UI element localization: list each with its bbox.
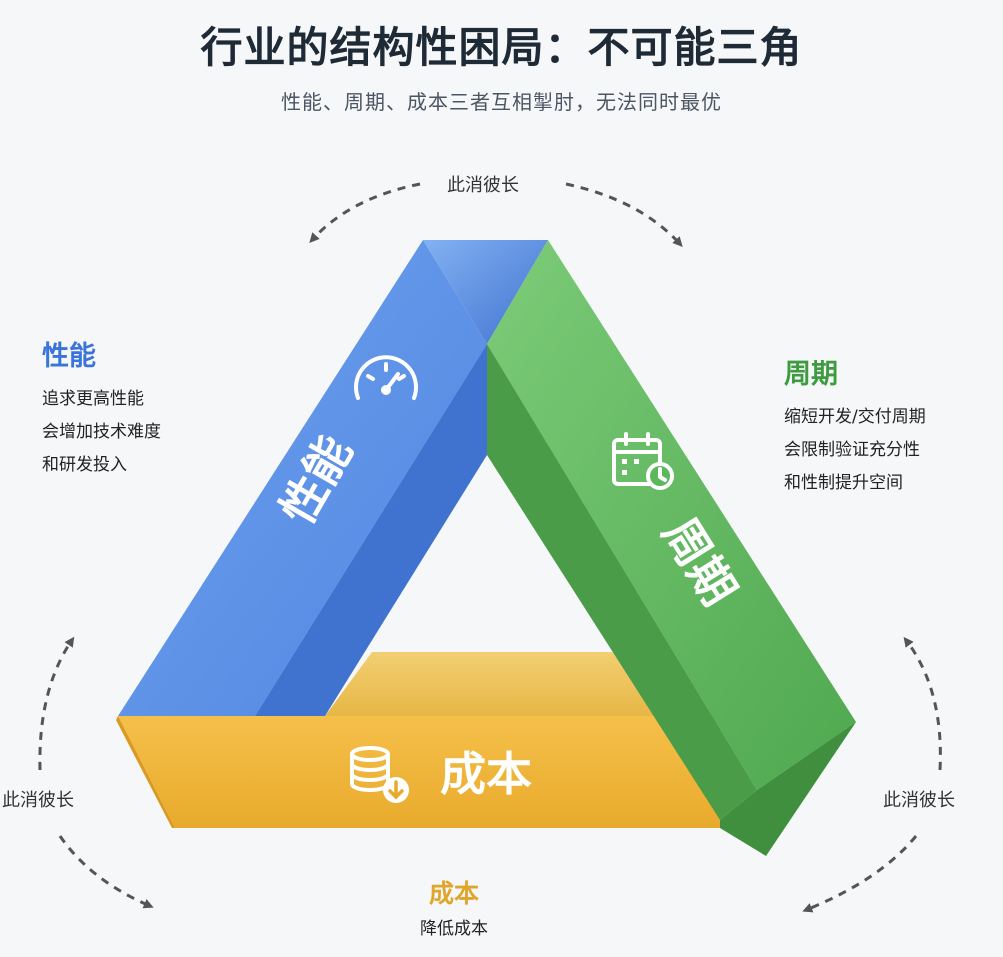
cycle-line: 和性制提升空间	[784, 473, 903, 493]
cost-line: 降低成本	[420, 919, 488, 939]
cost-description: 成本 降低成本	[404, 874, 504, 942]
page-title: 行业的结构性困局：不可能三角	[200, 23, 803, 72]
performance-line: 会增加技术难度	[42, 422, 161, 442]
tradeoff-label-right: 此消彼长	[883, 790, 955, 811]
tradeoff-label-top: 此消彼长	[447, 175, 519, 196]
page-subtitle: 性能、周期、成本三者互相掣肘，无法同时最优	[281, 90, 722, 114]
performance-line: 和研发投入	[42, 455, 127, 475]
tradeoff-arrow-top-right	[565, 182, 683, 247]
performance-beam-side-face	[423, 240, 548, 344]
speedometer-icon	[354, 355, 418, 400]
tradeoff-arrow-left-up	[38, 636, 75, 771]
tradeoff-label-left: 此消彼长	[2, 790, 74, 811]
tradeoff-arrow-right-up	[903, 636, 942, 771]
performance-title: 性能	[42, 341, 96, 372]
cost-title: 成本	[428, 879, 479, 908]
cost-beam-label: 成本	[440, 747, 532, 801]
cycle-line: 会限制验证充分性	[784, 440, 920, 460]
coins-down-icon	[350, 746, 409, 803]
calendar-clock-icon	[612, 432, 674, 490]
tradeoff-arrow-left-down	[58, 835, 154, 909]
performance-line: 追求更高性能	[42, 389, 144, 409]
cycle-line: 缩短开发/交付周期	[784, 407, 926, 427]
cost-beam-left-edge	[116, 716, 175, 828]
cycle-title: 周期	[784, 359, 838, 390]
cycle-beam-front-face	[487, 240, 856, 790]
performance-beam-inner-face	[255, 344, 487, 716]
cycle-beam-bottom-face	[720, 722, 856, 856]
performance-description: 性能 追求更高性能 会增加技术难度 和研发投入	[42, 334, 161, 482]
cost-beam-top-face	[325, 652, 716, 716]
cost-beam-front-face	[118, 716, 720, 828]
tradeoff-arrow-top-left	[309, 182, 421, 243]
cycle-description: 周期 缩短开发/交付周期 会限制验证充分性 和性制提升空间	[784, 352, 926, 500]
cycle-beam-inner-face	[487, 344, 757, 820]
tradeoff-arrow-right-down	[802, 835, 918, 913]
